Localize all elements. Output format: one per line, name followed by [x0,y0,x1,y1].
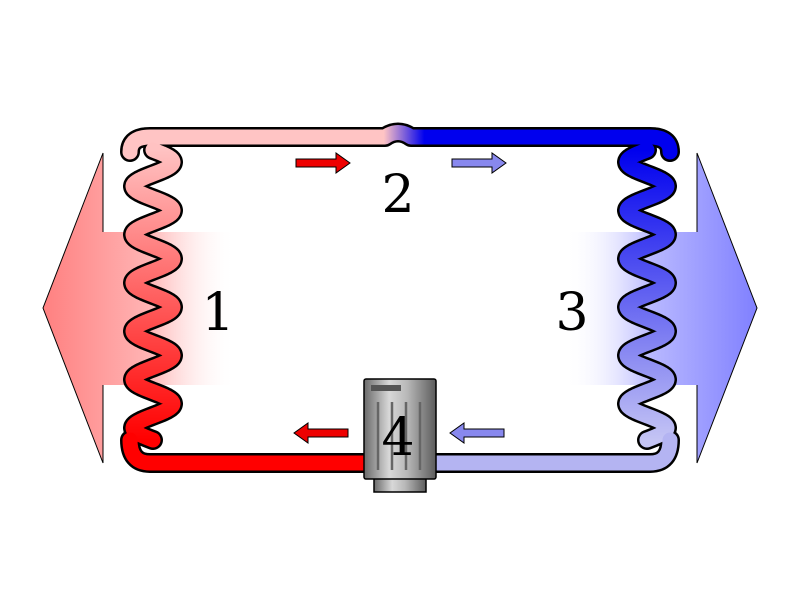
flow-arrow-cold-top [451,152,507,174]
label-expansion-valve: 2 [381,165,414,225]
heat-out-arrow [43,153,236,463]
compressor [363,378,437,493]
heat-in-arrow [565,153,757,463]
flow-arrow-hot-top [295,152,351,174]
refrigerant-pipe-loop [120,122,680,473]
pipe-top-expansion-line [122,125,678,160]
label-condenser: 1 [201,283,234,343]
condenser-coil [125,142,181,448]
pipe-bottom-hot-line [122,432,376,471]
flow-arrow-cold-bottom [449,422,505,444]
flow-arrow-hot-bottom [293,422,349,444]
label-compressor: 4 [381,408,414,468]
label-evaporator: 3 [555,283,588,343]
pipe-bottom-cold-line [424,432,678,471]
evaporator-coil [619,142,675,448]
